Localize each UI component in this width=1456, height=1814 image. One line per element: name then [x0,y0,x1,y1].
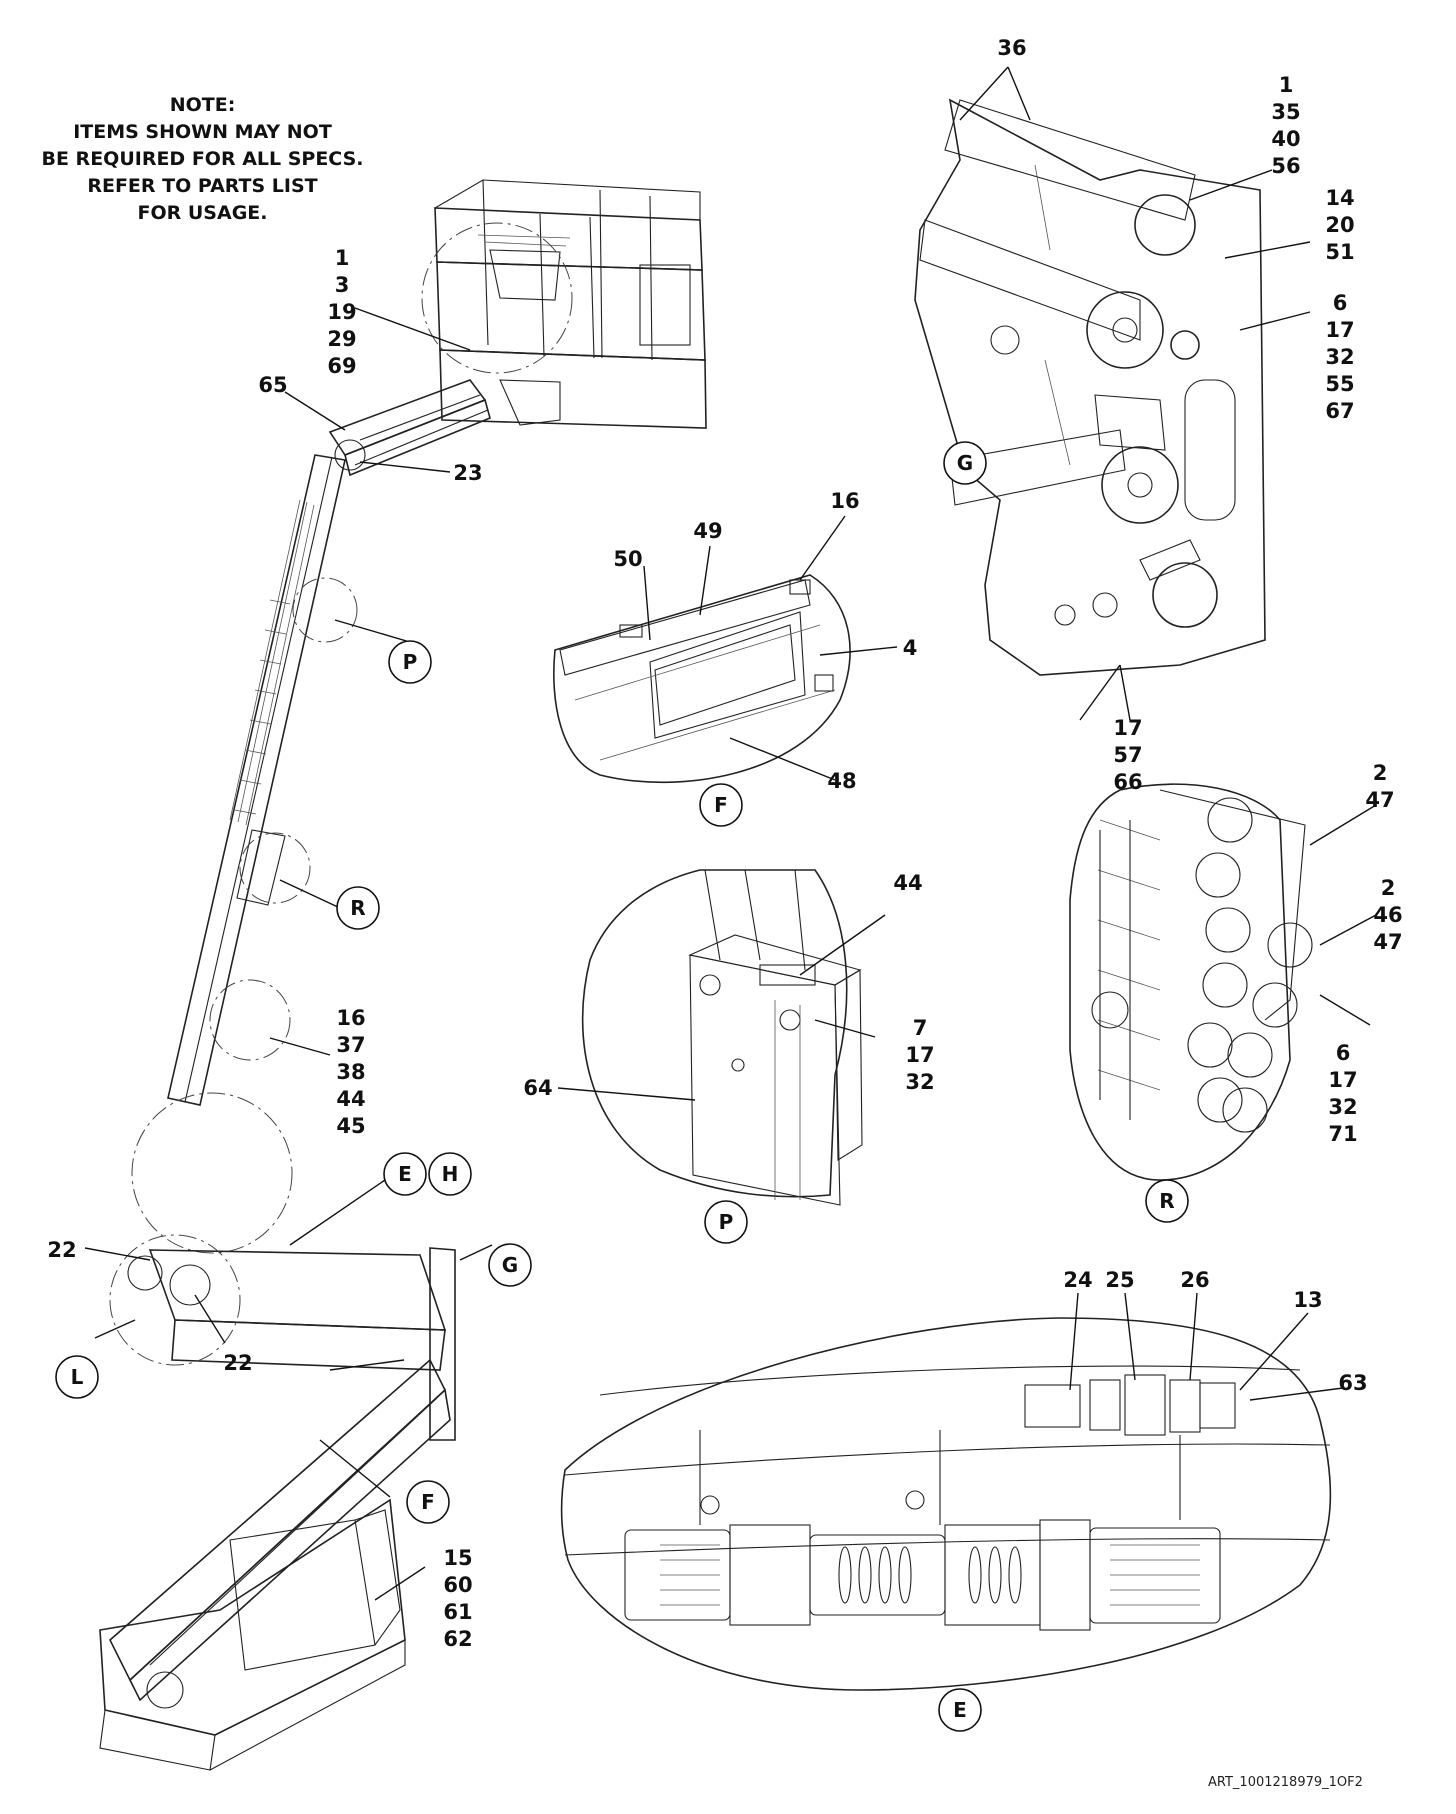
callout-44: 44 [893,871,922,895]
detail-label-g: G [488,1243,532,1287]
detail-p-drawing [581,869,863,1206]
note-line: REFER TO PARTS LIST [87,175,318,197]
callout-49: 49 [693,519,722,543]
svg-text:E: E [953,1698,967,1722]
callout-4: 4 [903,636,918,660]
detail-label-l: L [55,1355,99,1399]
callout-63: 63 [1338,1371,1367,1395]
svg-text:P: P [403,650,418,674]
callout-22: 22 [47,1238,76,1262]
svg-text:F: F [421,1490,435,1514]
note-line: BE REQUIRED FOR ALL SPECS. [41,148,364,170]
svg-text:R: R [350,896,365,920]
upper-boom [131,454,358,1254]
detail-label-g: G [943,441,987,485]
svg-text:P: P [719,1210,734,1234]
callout-50: 50 [613,547,642,571]
detail-labels: G P F R R P E H G L F E [55,441,1189,1732]
svg-text:H: H [442,1162,459,1186]
callout-13: 13 [1293,1288,1322,1312]
svg-text:E: E [398,1162,412,1186]
detail-label-r: R [1145,1179,1189,1223]
note-line: FOR USAGE. [137,202,268,224]
callout-25: 25 [1105,1268,1134,1292]
lower-boom [109,1234,456,1702]
detail-label-p: P [704,1200,748,1244]
callout-22: 22 [223,1351,252,1375]
drawing-id: ART_1001218979_1OF2 [1208,1775,1363,1790]
detail-r-drawing [1069,783,1313,1181]
detail-e-drawing [560,1317,1332,1691]
detail-label-r: R [336,886,380,930]
detail-label-f: F [699,783,743,827]
callout-24: 24 [1063,1268,1092,1292]
callout-23: 23 [453,461,482,485]
callout-16: 16 [830,489,859,513]
detail-label-e: E [383,1152,427,1196]
detail-g-drawing [914,98,1266,676]
turntable-base [99,1498,406,1771]
svg-text:F: F [714,793,728,817]
platform-basket [421,179,707,429]
detail-label-h: H [428,1152,472,1196]
svg-text:R: R [1159,1189,1174,1213]
detail-label-e: E [938,1688,982,1732]
usage-note: NOTE: ITEMS SHOWN MAY NOT BE REQUIRED FO… [30,92,375,227]
callout-64: 64 [523,1076,552,1100]
svg-text:L: L [71,1365,84,1389]
detail-label-p: P [388,640,432,684]
svg-text:G: G [957,451,973,475]
callout-65: 65 [258,373,287,397]
callout-48: 48 [827,769,856,793]
jib [328,379,491,477]
note-line: NOTE: [169,94,236,116]
note-line: ITEMS SHOWN MAY NOT [73,121,332,143]
detail-label-f: F [406,1480,450,1524]
leader-lines [84,66,1377,1601]
callout-26: 26 [1180,1268,1209,1292]
svg-text:G: G [502,1253,518,1277]
callout-36: 36 [997,36,1026,60]
aerial-lift-drawing [99,179,707,1771]
